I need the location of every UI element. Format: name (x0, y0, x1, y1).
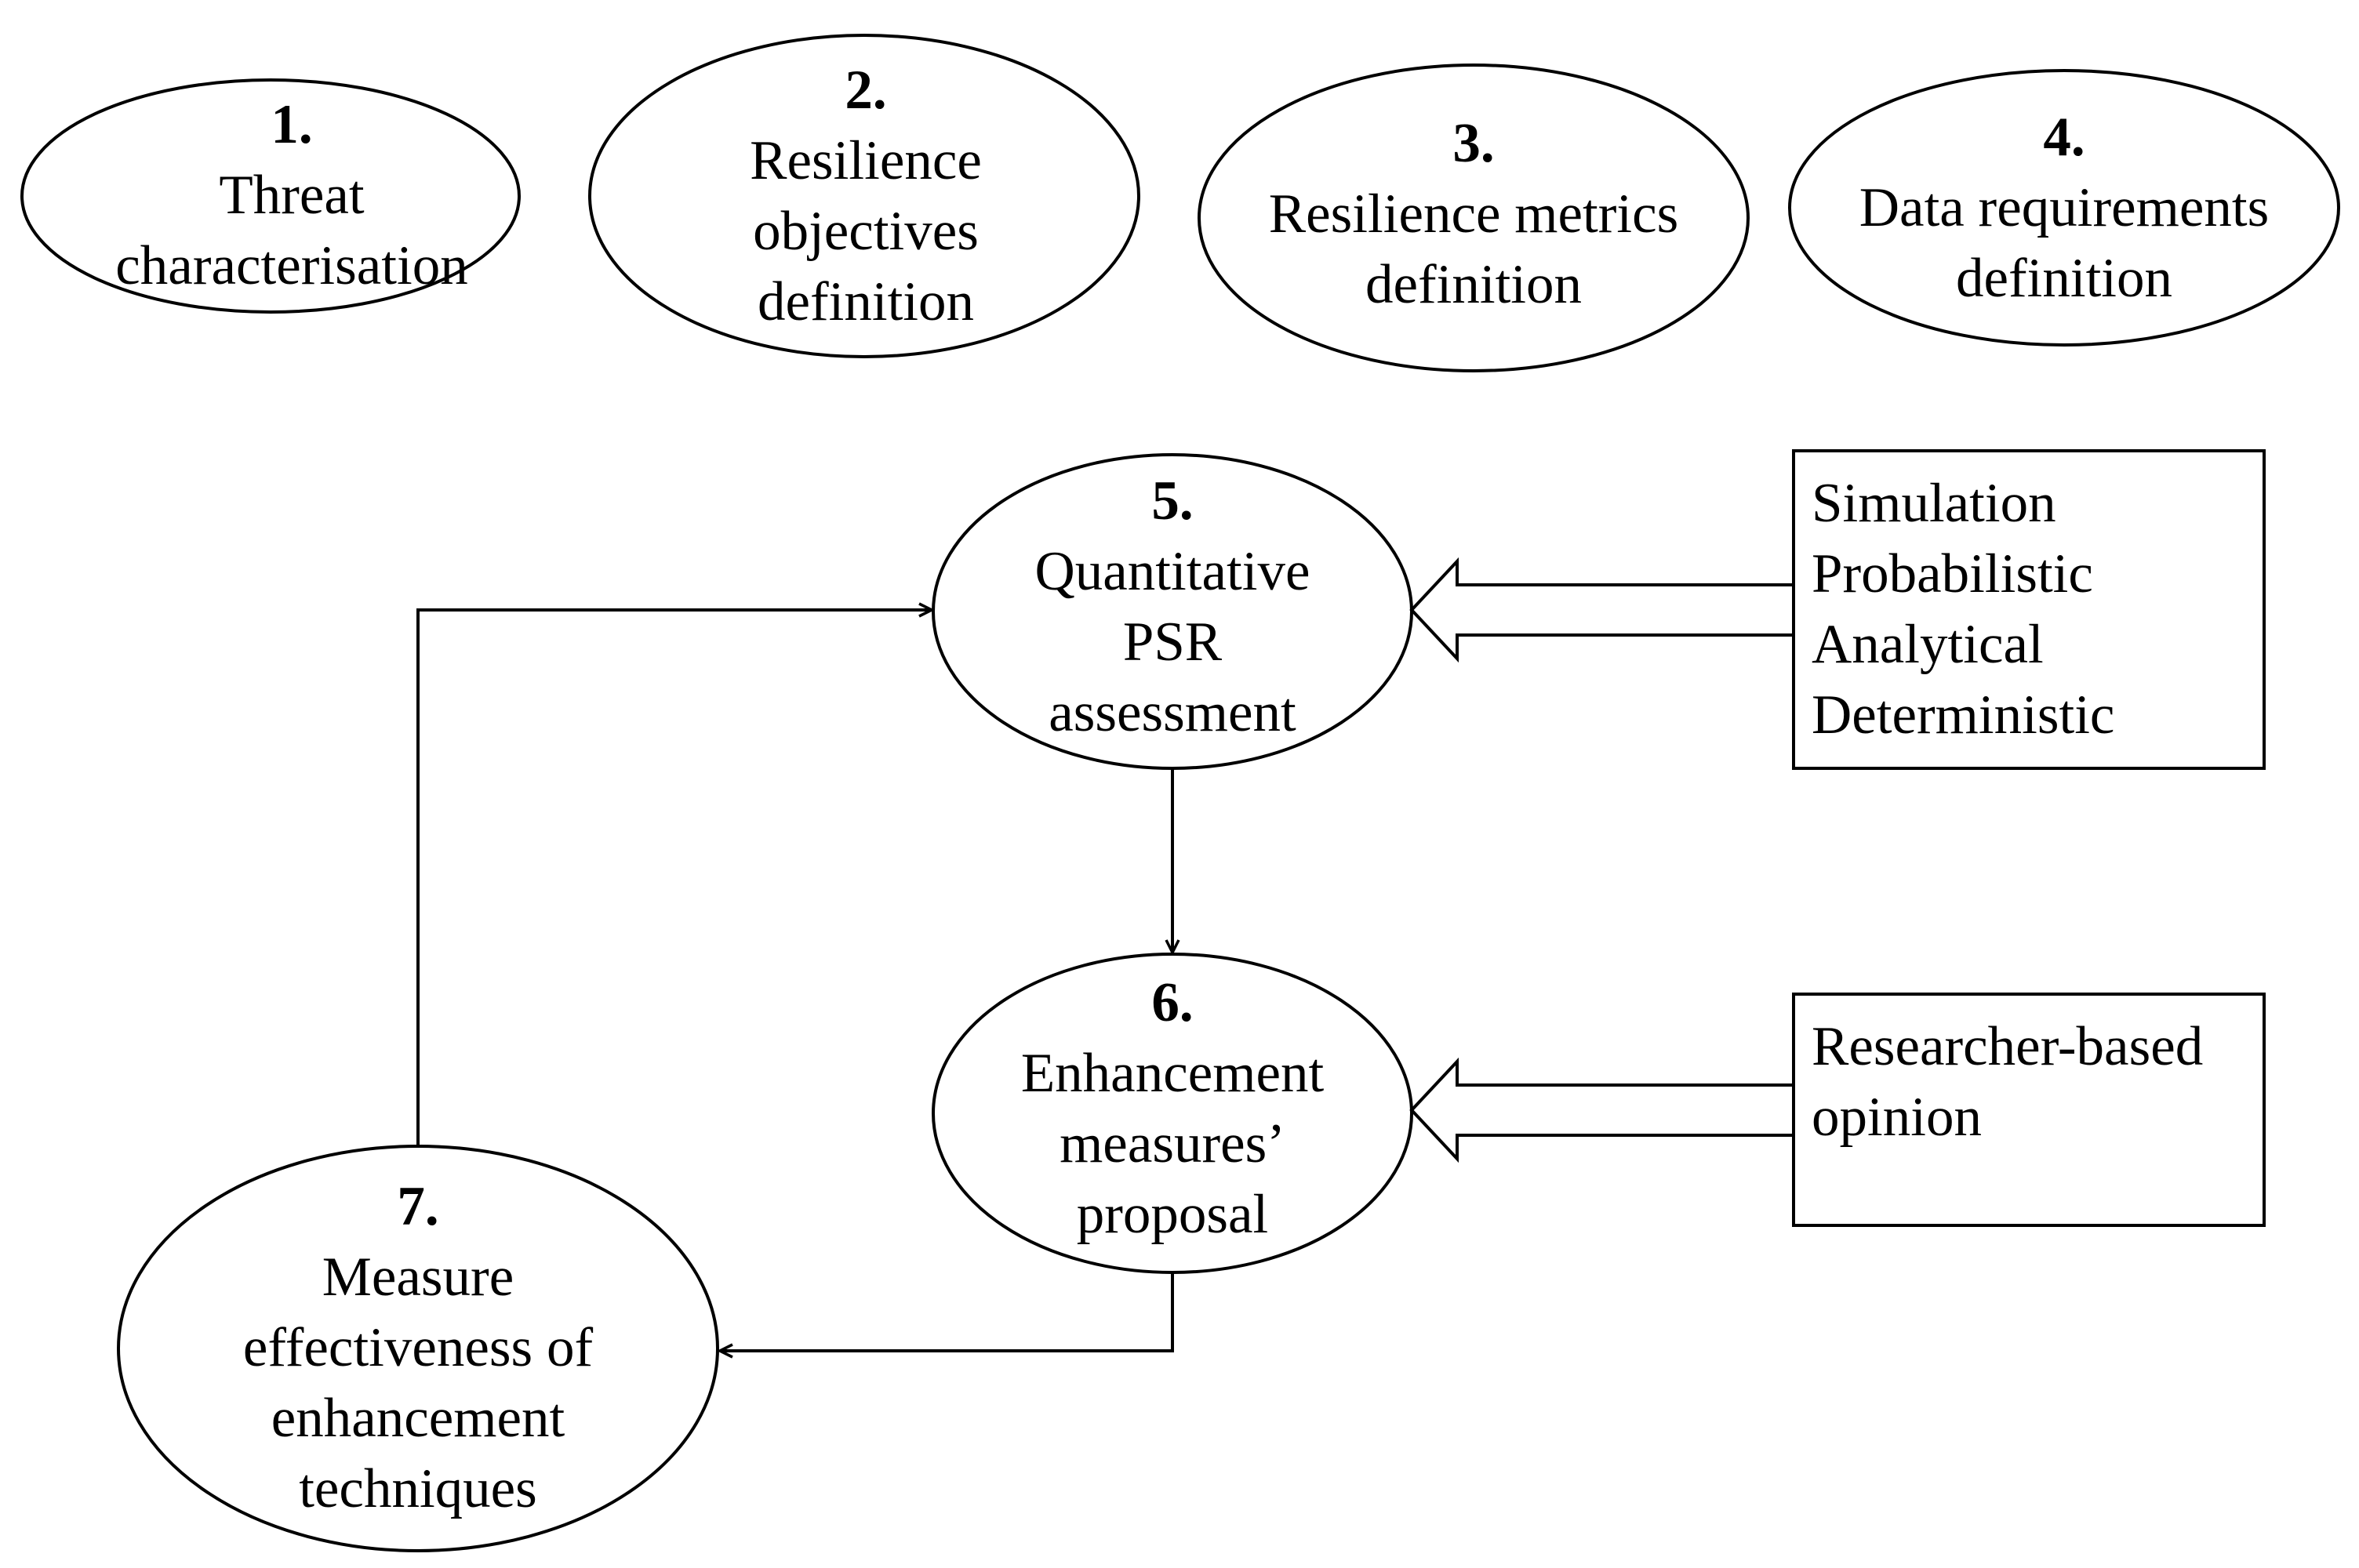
block-arrow-methods-to-step-5 (1409, 557, 1794, 663)
step-2-line-2: objectives (753, 201, 979, 262)
step-7-number: 7. (397, 1176, 438, 1237)
step-3-line-2: definition (1365, 254, 1582, 315)
step-1-number: 1. (271, 94, 312, 155)
step-5-line-3: assessment (1049, 682, 1296, 743)
step-4-number: 4. (2043, 107, 2085, 168)
step-2-ellipse: 2. Resilience objectives definition (588, 34, 1140, 358)
method-analytical: Analytical (1812, 614, 2044, 675)
arrow-step-6-to-step-7 (720, 1272, 1174, 1351)
step-7-line-3: enhancement (271, 1388, 565, 1449)
opinion-line-2: opinion (1812, 1087, 1982, 1148)
step-5-ellipse: 5. Quantitative PSR assessment (932, 453, 1413, 770)
step-2-line-1: Resilience (750, 130, 982, 191)
opinion-box: Researcher-based opinion (1792, 993, 2266, 1227)
block-arrow-opinion-to-step-6 (1409, 1057, 1794, 1163)
step-7-line-1: Measure (322, 1247, 514, 1308)
step-2-number: 2. (845, 60, 886, 121)
step-5-number: 5. (1151, 470, 1193, 532)
step-6-line-2: measures’ (1060, 1113, 1285, 1174)
step-3-line-1: Resilience metrics (1269, 183, 1678, 245)
step-5-line-2: PSR (1123, 612, 1223, 673)
opinion-line-1: Researcher-based (1812, 1016, 2203, 1077)
step-1-ellipse: 1. Threat characterisation (20, 78, 521, 314)
step-6-line-3: proposal (1077, 1184, 1269, 1245)
step-7-line-4: techniques (299, 1458, 537, 1519)
methods-box: Simulation Probabilistic Analytical Dete… (1792, 449, 2266, 770)
step-2-line-3: definition (758, 271, 974, 332)
step-7-ellipse: 7. Measure effectiveness of enhancement … (117, 1145, 719, 1552)
step-4-line-2: definition (1956, 248, 2172, 309)
step-1-line-2: characterisation (115, 235, 467, 296)
step-6-line-1: Enhancement (1021, 1043, 1325, 1104)
step-6-ellipse: 6. Enhancement measures’ proposal (932, 953, 1413, 1274)
step-4-ellipse: 4. Data requirements definition (1788, 69, 2340, 347)
method-deterministic: Deterministic (1812, 684, 2114, 746)
method-simulation: Simulation (1812, 473, 2056, 534)
step-4-line-1: Data requirements (1859, 177, 2269, 238)
step-6-number: 6. (1151, 972, 1193, 1033)
step-7-line-2: effectiveness of (243, 1317, 594, 1378)
step-1-line-1: Threat (219, 165, 365, 226)
step-3-number: 3. (1452, 113, 1494, 174)
method-probabilistic: Probabilistic (1812, 543, 2093, 604)
arrow-step-7-to-step-5 (416, 610, 932, 1146)
step-5-line-1: Quantitative (1035, 541, 1310, 602)
step-3-ellipse: 3. Resilience metrics definition (1198, 64, 1750, 372)
